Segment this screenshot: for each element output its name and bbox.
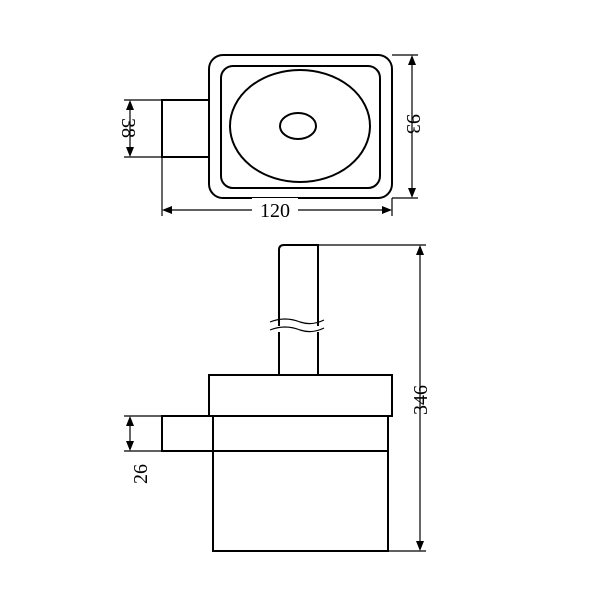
top-view-outer-frame bbox=[208, 54, 393, 199]
dimension-bracket-height-top: 38 bbox=[117, 99, 162, 158]
dimension-top-depth: 93 bbox=[392, 54, 424, 199]
dimension-total-height: 346 bbox=[318, 244, 432, 552]
top-view-cup-rim bbox=[229, 69, 371, 183]
side-view-handle-top bbox=[278, 244, 319, 326]
top-view-brush-hole bbox=[279, 112, 317, 140]
dimension-top-width: 120 bbox=[161, 157, 393, 222]
dimension-label-38: 38 bbox=[117, 118, 139, 138]
side-view-wall-bracket bbox=[161, 415, 213, 452]
side-view-cup-body bbox=[212, 416, 389, 552]
top-view-inner-frame bbox=[220, 65, 381, 189]
side-view-break-line-1 bbox=[269, 318, 325, 325]
dimension-label-26: 26 bbox=[130, 464, 152, 484]
side-view bbox=[161, 244, 393, 552]
dimension-label-120: 120 bbox=[260, 200, 290, 222]
top-view bbox=[161, 54, 393, 199]
top-view-wall-bracket bbox=[161, 99, 209, 158]
dimension-label-93: 93 bbox=[402, 114, 424, 134]
side-view-handle-bottom bbox=[278, 332, 319, 375]
dimension-bracket-height-side: 26 bbox=[124, 415, 162, 484]
side-view-lid bbox=[208, 374, 393, 417]
dimension-label-346: 346 bbox=[410, 385, 432, 415]
side-view-break-line-2 bbox=[269, 326, 325, 333]
